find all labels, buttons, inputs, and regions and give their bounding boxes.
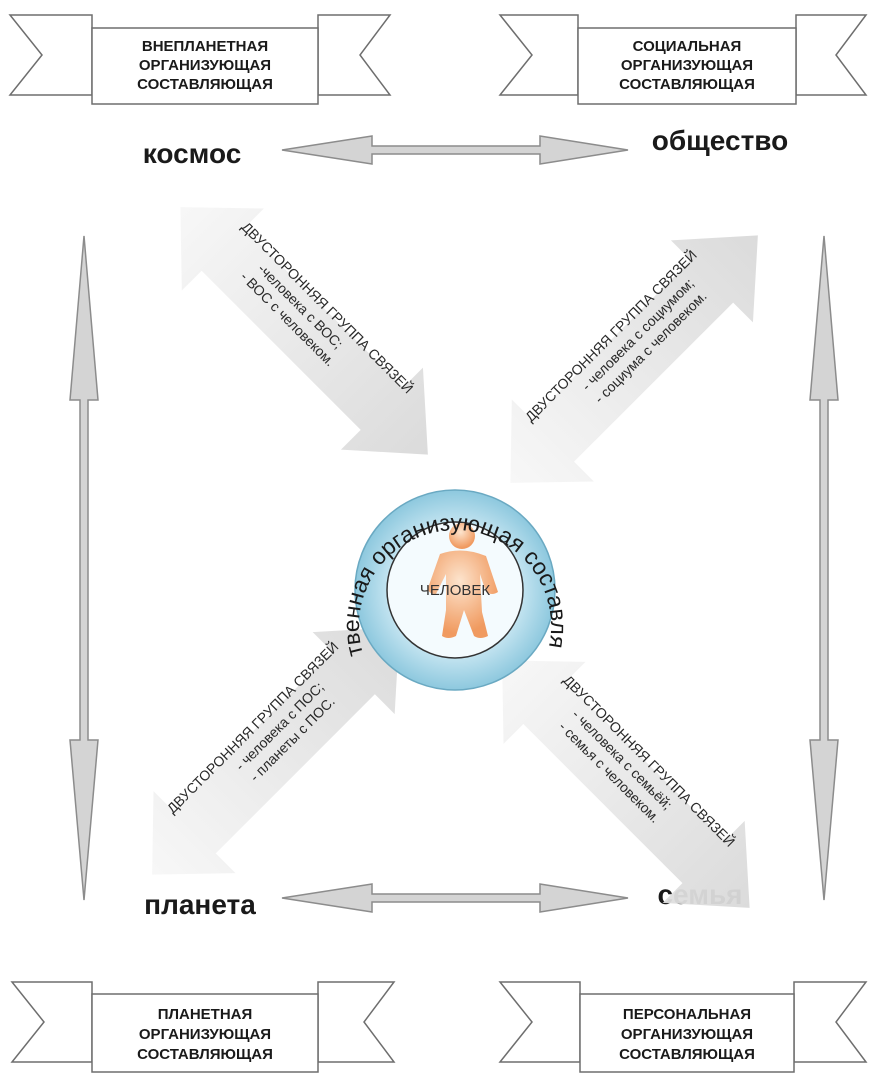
banner-line: ВНЕПЛАНЕТНАЯ	[142, 38, 268, 55]
banner-line: ПЕРСОНАЛЬНАЯ	[623, 1006, 751, 1023]
double-arrow-top	[282, 136, 628, 164]
connection-arrow-top-right: ДВУСТОРОННЯЯ ГРУППА СВЯЗЕЙ - человека с …	[469, 194, 799, 524]
banner-line: ПЛАНЕТНАЯ	[158, 1006, 253, 1023]
ribbon-tail-left	[10, 15, 92, 95]
double-arrow-right	[810, 236, 838, 900]
connection-arrow-top-left: ДВУСТОРОННЯЯ ГРУППА СВЯЗЕЙ -человека с В…	[139, 166, 469, 496]
ribbon-tail-right	[794, 982, 866, 1062]
node-society: общество	[652, 125, 788, 156]
ribbon-tail-left	[12, 982, 92, 1062]
banner-line: СОЦИАЛЬНАЯ	[633, 38, 742, 55]
banner-top-left: ВНЕПЛАНЕТНАЯ ОРГАНИЗУЮЩАЯ СОСТАВЛЯЮЩАЯ	[10, 15, 390, 104]
banner-bottom-right: ПЕРСОНАЛЬНАЯ ОРГАНИЗУЮЩАЯ СОСТАВЛЯЮЩАЯ	[500, 982, 866, 1072]
banner-line: ОРГАНИЗУЮЩАЯ	[139, 57, 271, 74]
banner-bottom-left: ПЛАНЕТНАЯ ОРГАНИЗУЮЩАЯ СОСТАВЛЯЮЩАЯ	[12, 982, 394, 1072]
banner-top-right: СОЦИАЛЬНАЯ ОРГАНИЗУЮЩАЯ СОСТАВЛЯЮЩАЯ	[500, 15, 866, 104]
person-label: ЧЕЛОВЕК	[420, 582, 491, 599]
double-arrow-bottom	[282, 884, 628, 912]
banner-line: СОСТАВЛЯЮЩАЯ	[137, 76, 273, 93]
ribbon-tail-right	[318, 982, 394, 1062]
banner-line: СОСТАВЛЯЮЩАЯ	[619, 1046, 755, 1063]
banner-line: ОРГАНИЗУЮЩАЯ	[139, 1026, 271, 1043]
ribbon-tail-right	[318, 15, 390, 95]
banner-line: СОСТАВЛЯЮЩАЯ	[137, 1046, 273, 1063]
node-cosmos: космос	[143, 138, 242, 169]
banner-line: ОРГАНИЗУЮЩАЯ	[621, 1026, 753, 1043]
ribbon-tail-left	[500, 15, 578, 95]
banner-line: СОСТАВЛЯЮЩАЯ	[619, 76, 755, 93]
ribbon-tail-right	[796, 15, 866, 95]
ribbon-tail-left	[500, 982, 580, 1062]
node-planet: планета	[144, 889, 256, 920]
double-arrow-left	[70, 236, 98, 900]
banner-line: ОРГАНИЗУЮЩАЯ	[621, 57, 753, 74]
